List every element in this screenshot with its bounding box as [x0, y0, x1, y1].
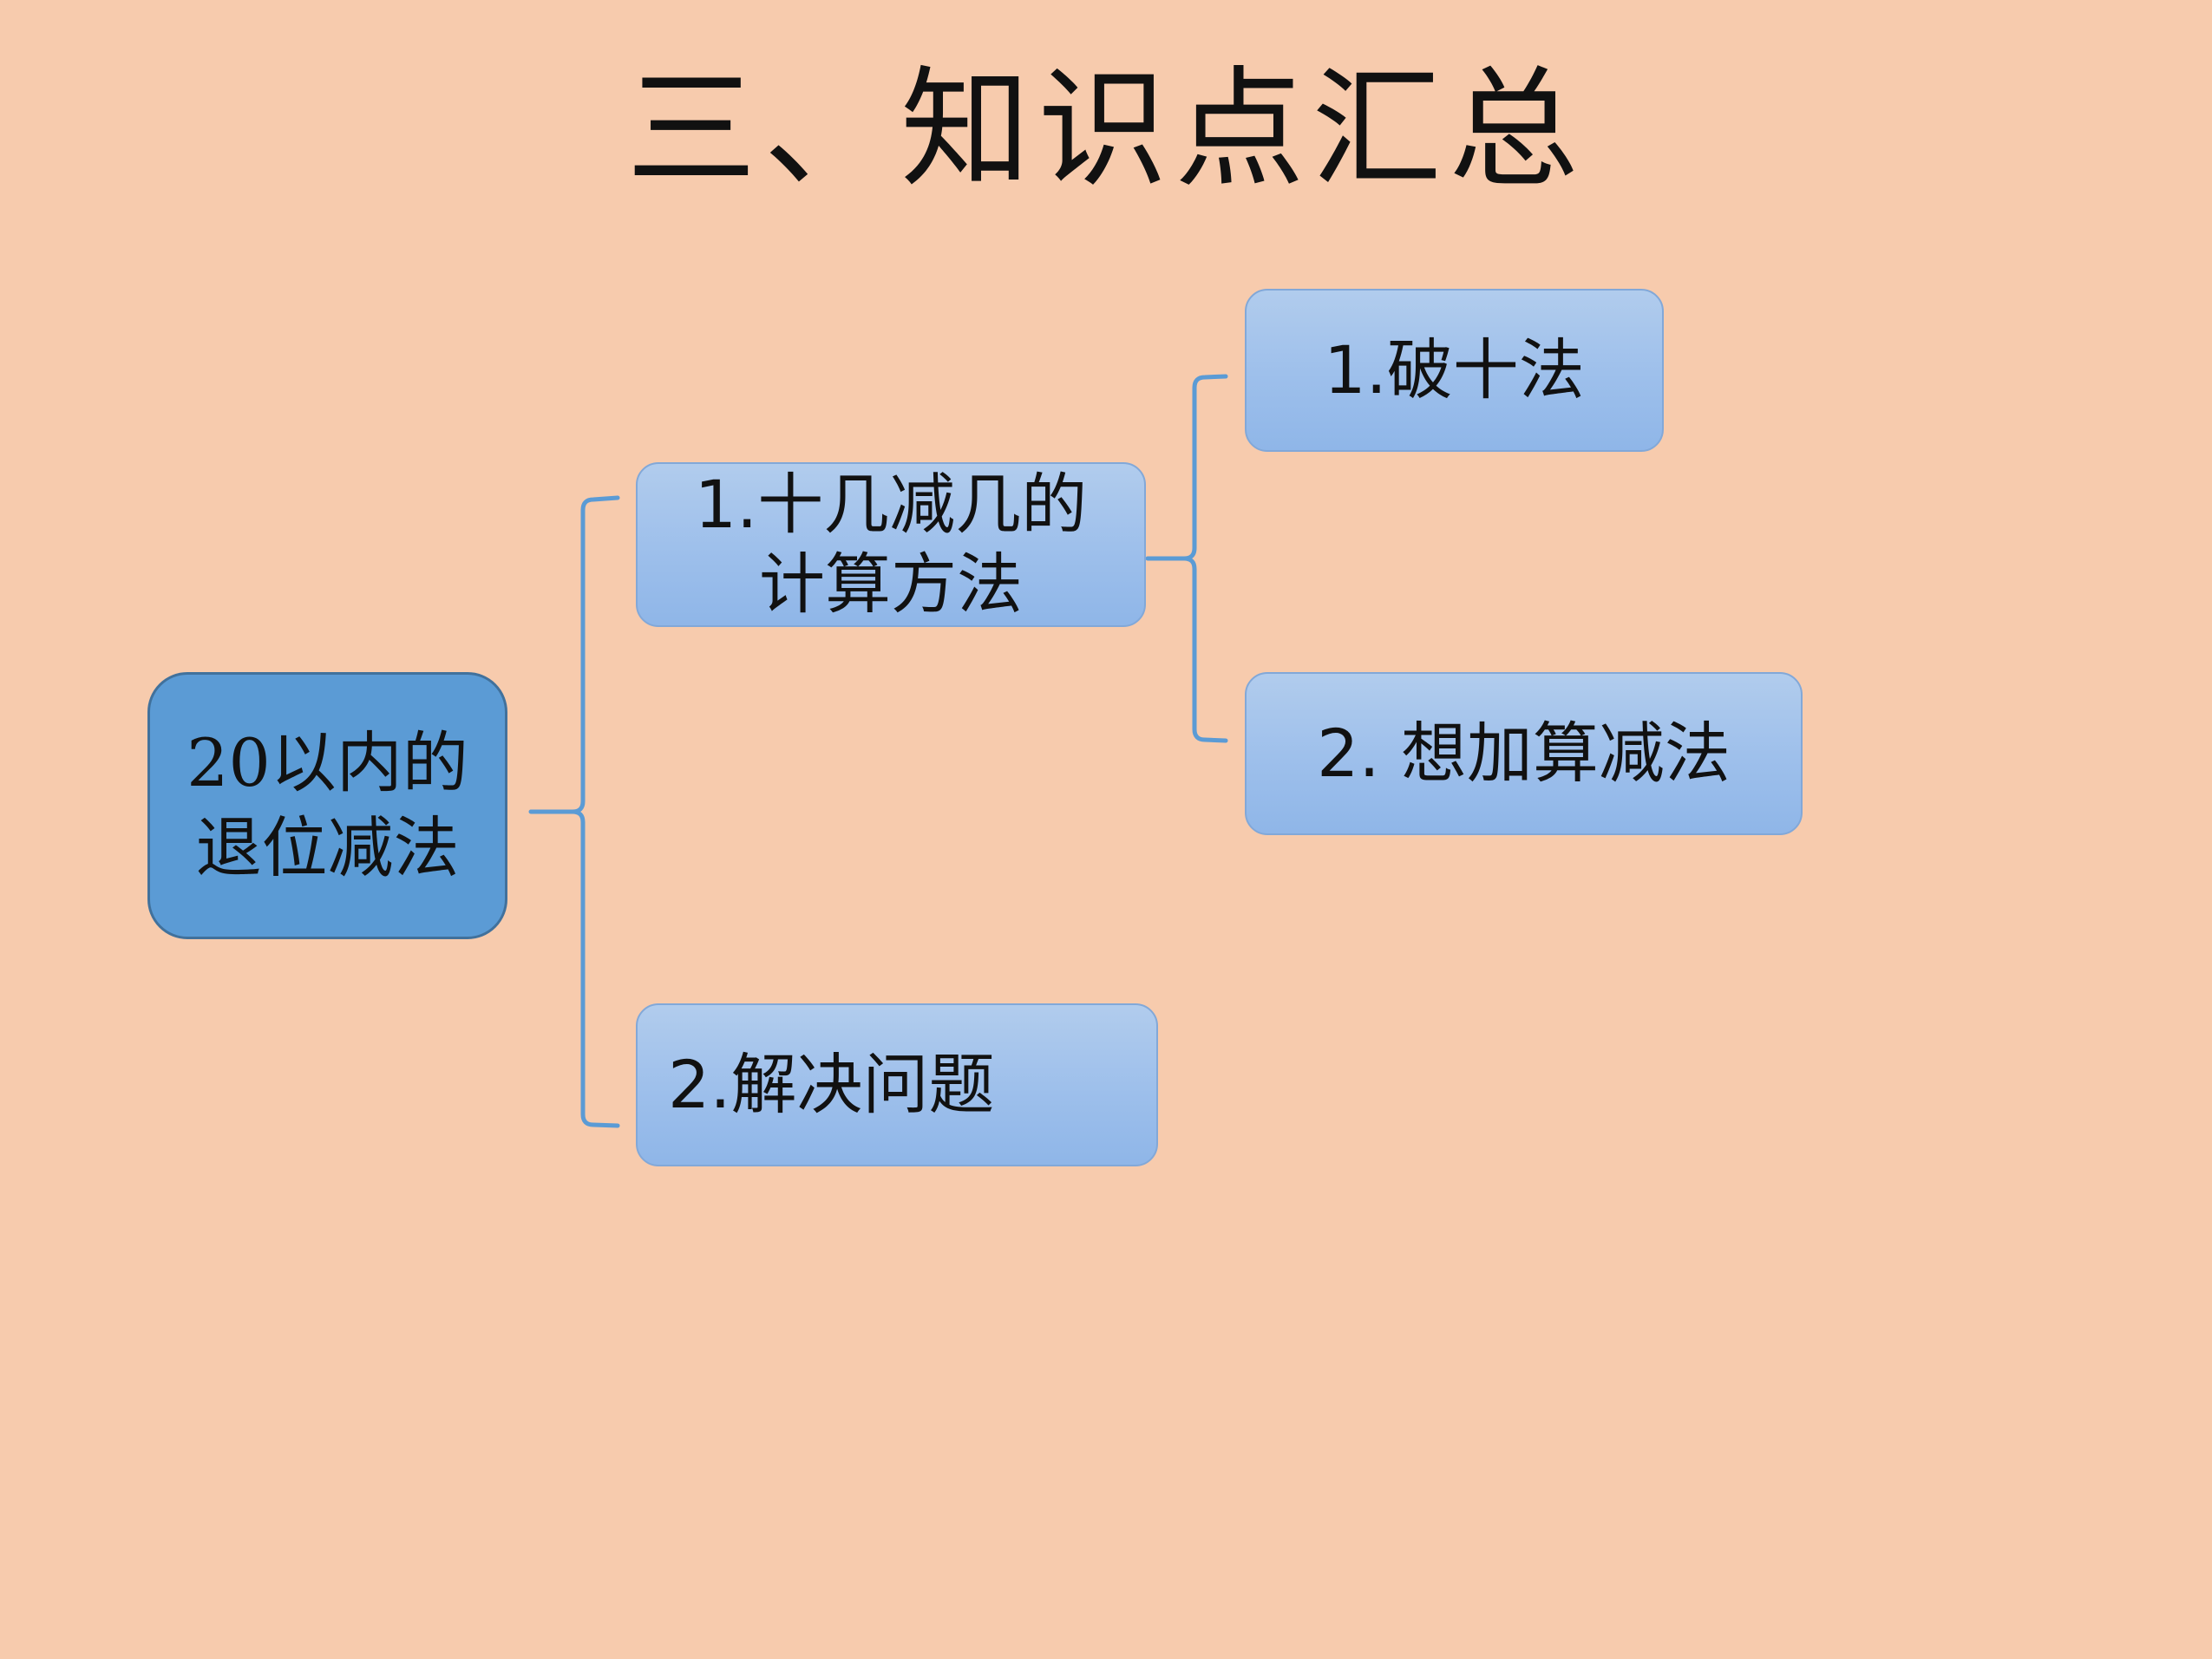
root-node: 20以内的退位减法 [147, 672, 507, 939]
brace-connector-methods [1145, 374, 1228, 743]
node-problem-solving-label: 2.解决问题 [668, 1046, 995, 1123]
node-calculation-methods-label: 1.十几减几的计算方法 [694, 466, 1088, 623]
slide-title: 三、知识点汇总 [625, 55, 1586, 206]
node-break-ten-method-label: 1.破十法 [1324, 331, 1585, 408]
node-problem-solving: 2.解决问题 [636, 1003, 1158, 1166]
node-calculation-methods: 1.十几减几的计算方法 [636, 462, 1146, 627]
node-think-addition-method: 2. 想加算减法 [1245, 672, 1803, 835]
brace-connector-root [528, 495, 620, 1128]
node-break-ten-method: 1.破十法 [1245, 289, 1664, 452]
node-think-addition-method-label: 2. 想加算减法 [1317, 715, 1731, 792]
root-label: 20以内的退位减法 [187, 724, 468, 886]
